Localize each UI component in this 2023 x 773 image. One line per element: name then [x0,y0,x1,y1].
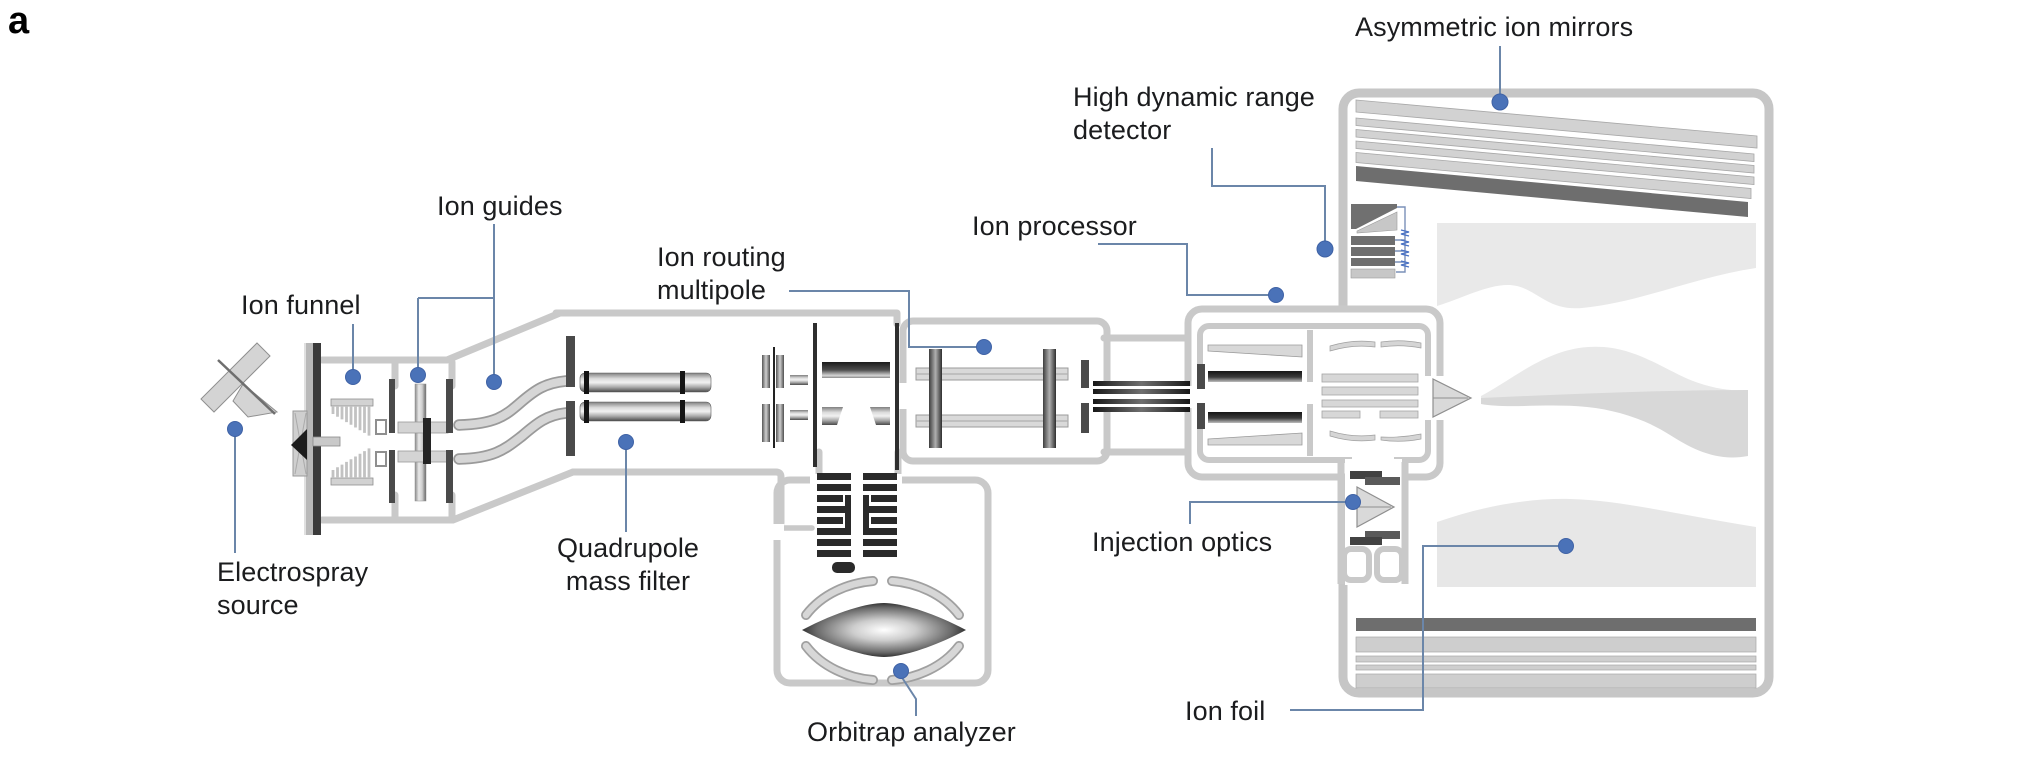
callout-dot [227,421,243,437]
callout-dot [1491,93,1509,111]
label-ion-foil: Ion foil [1185,696,1266,726]
orbitrap-analyzer-graphic [801,576,966,685]
callout-dot [1268,287,1284,303]
label-hdr-detector: High dynamic range detector [1073,82,1315,145]
callout-dot [345,369,361,385]
callout-dot [1345,494,1361,510]
callout-dot [1316,240,1334,258]
callout-dot [410,367,426,383]
exit-cone-icon [1432,378,1473,418]
electrospray-source-icon [200,342,279,418]
label-injection-optics: Injection optics [1092,527,1273,557]
injection-optics-graphic [1350,471,1400,545]
callout-lines [234,46,1559,716]
label-ion-guides: Ion guides [437,191,563,221]
panel-tag: a [8,0,30,42]
asymmetric-ion-mirrors-graphic [1355,99,1758,689]
ion-funnel-graphic [330,398,387,486]
label-electrospray-source: Electrospray source [217,557,369,620]
callout-dot [1558,538,1574,554]
ion-guides-graphic [389,375,572,503]
hdr-detector-graphic [1350,204,1410,279]
ion-routing-multipole-graphic [915,349,1190,448]
ion-beam-blobs [1437,223,1756,587]
transfer-lenses [762,323,899,470]
ion-processor-internals [1197,340,1422,446]
callout-dots [227,93,1574,679]
quadrupole-rods [566,336,712,456]
callout-dot [893,663,909,679]
callout-dot [976,339,992,355]
callout-dot [618,434,634,450]
callout-dot [486,374,502,390]
label-ion-routing-multipole: Ion routing multipole [657,242,786,305]
label-ion-funnel: Ion funnel [241,290,361,320]
label-ion-processor: Ion processor [972,211,1137,241]
label-orbitrap-analyzer: Orbitrap analyzer [807,717,1016,747]
label-quadrupole-mass-filter: Quadrupole mass filter [556,533,700,596]
label-asymmetric-ion-mirrors: Asymmetric ion mirrors [1355,12,1634,42]
resistor-chain-icon [1395,206,1410,273]
c-trap-stack [817,473,897,573]
inlet-plate [291,343,341,535]
